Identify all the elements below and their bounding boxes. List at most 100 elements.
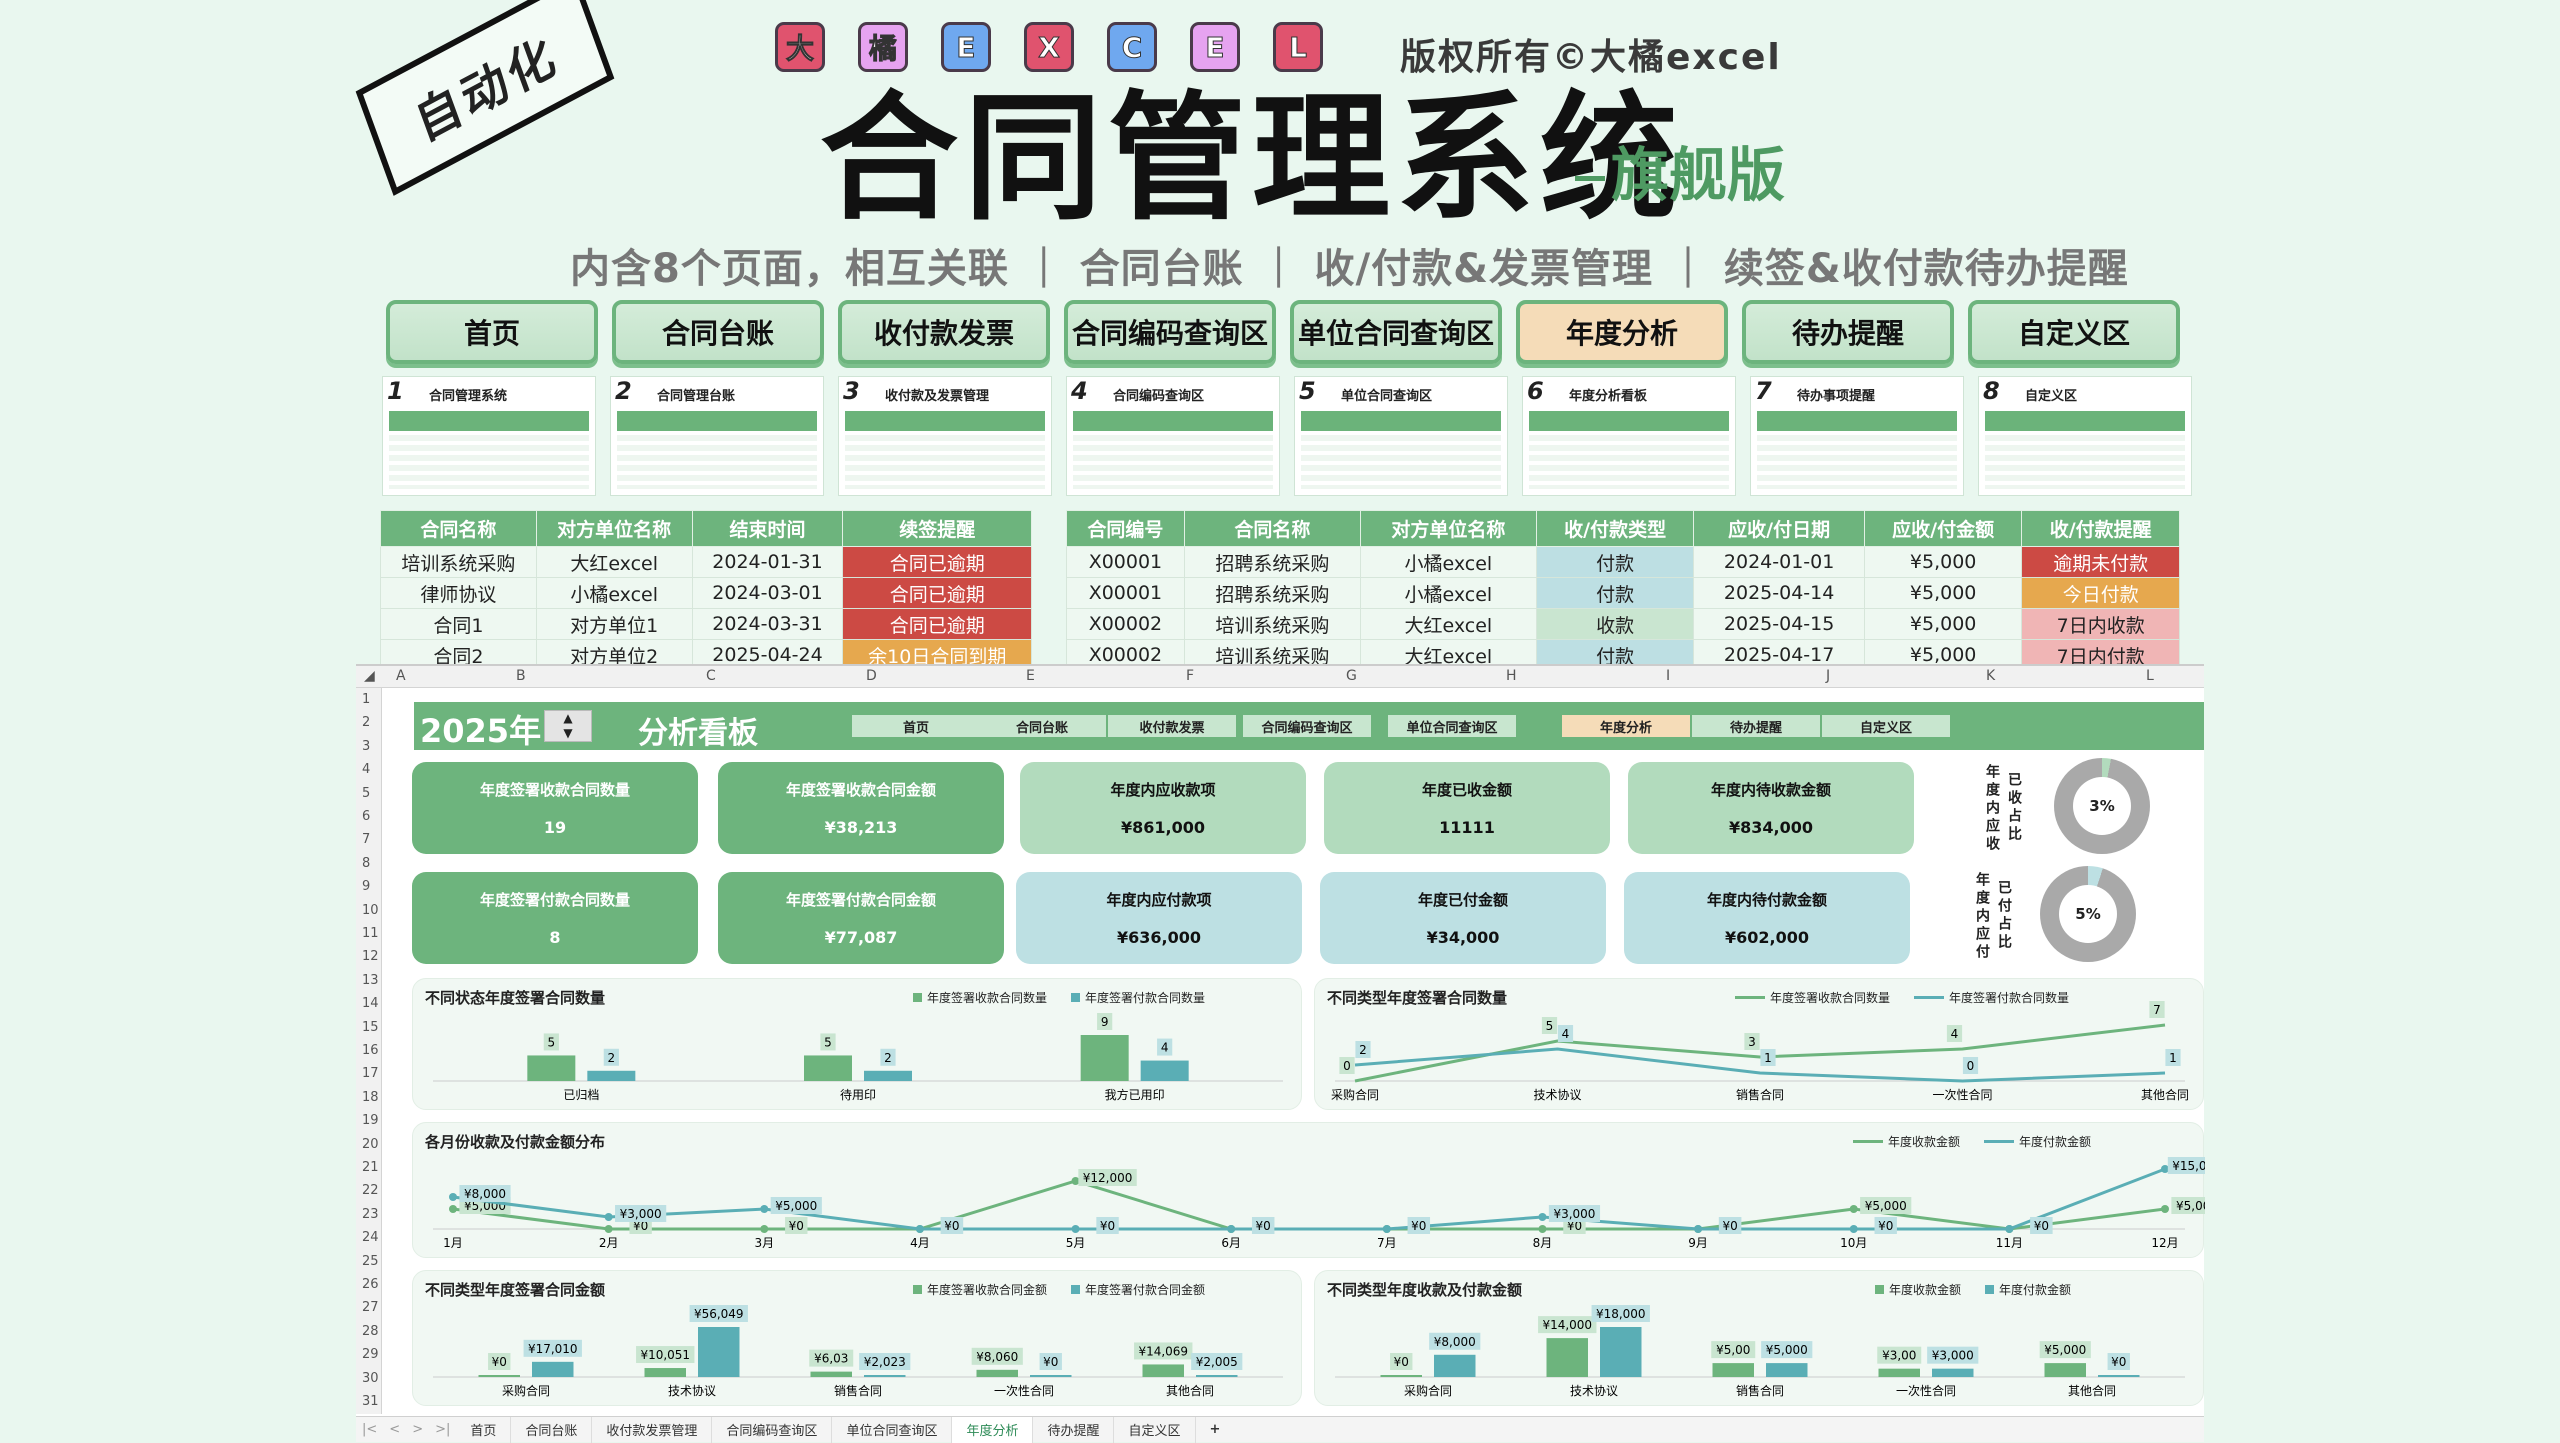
row-number[interactable]: 14 xyxy=(362,996,379,1012)
row-number[interactable]: 17 xyxy=(362,1066,379,1082)
column-letter[interactable]: F xyxy=(1186,668,1195,684)
donut-label: 年度内应收 xyxy=(1984,764,2000,854)
nav-button-2[interactable]: 收付款发票 xyxy=(838,300,1050,364)
top-nav: 首页合同台账收付款发票合同编码查询区单位合同查询区年度分析待办提醒自定义区 xyxy=(386,300,2180,364)
dashboard-nav-button[interactable]: 单位合同查询区 xyxy=(1388,715,1516,737)
column-letter[interactable]: G xyxy=(1346,668,1357,684)
row-number[interactable]: 18 xyxy=(362,1089,379,1105)
dashboard-nav-button[interactable]: 自定义区 xyxy=(1822,715,1950,737)
row-number[interactable]: 5 xyxy=(362,785,371,801)
dashboard-nav-button[interactable]: 年度分析 xyxy=(1562,715,1690,737)
row-number[interactable]: 21 xyxy=(362,1160,379,1175)
column-letter[interactable]: L xyxy=(2146,668,2154,684)
dashboard-nav-button[interactable]: 合同台账 xyxy=(978,715,1106,737)
column-letter[interactable]: H xyxy=(1506,668,1517,684)
column-letter[interactable]: I xyxy=(1666,668,1671,684)
row-number[interactable]: 30 xyxy=(362,1370,379,1386)
column-letter[interactable]: D xyxy=(866,668,877,684)
nav-button-5[interactable]: 年度分析 xyxy=(1516,300,1728,364)
column-letter[interactable]: B xyxy=(516,668,526,684)
sheet-nav-arrow[interactable]: < xyxy=(389,1422,401,1437)
nav-button-4[interactable]: 单位合同查询区 xyxy=(1290,300,1502,364)
nav-button-6[interactable]: 待办提醒 xyxy=(1742,300,1954,364)
row-number[interactable]: 15 xyxy=(362,1019,379,1035)
sheet-tab[interactable]: 合同台账 xyxy=(511,1416,593,1443)
spin-up-icon[interactable]: ▲ xyxy=(563,711,573,725)
kpi-title: 年度已付金额 xyxy=(1417,891,1508,909)
sheet-tab[interactable]: 单位合同查询区 xyxy=(832,1416,953,1443)
sheet-tab[interactable]: 首页 xyxy=(456,1416,512,1443)
dashboard-nav-button[interactable]: 收付款发票 xyxy=(1108,715,1236,737)
column-letter[interactable]: J xyxy=(1826,668,1831,684)
row-number[interactable]: 31 xyxy=(362,1394,379,1409)
row-number[interactable]: 28 xyxy=(362,1323,379,1339)
row-number[interactable]: 12 xyxy=(362,949,379,965)
column-letter[interactable]: E xyxy=(1026,668,1035,684)
row-number[interactable]: 22 xyxy=(362,1183,379,1199)
svg-text:¥0: ¥0 xyxy=(1394,1355,1409,1369)
svg-text:¥18,000: ¥18,000 xyxy=(1596,1307,1646,1321)
sheet-tab[interactable]: 年度分析 xyxy=(952,1416,1034,1443)
svg-text:¥0: ¥0 xyxy=(1256,1219,1271,1233)
sheet-nav-arrow[interactable]: > xyxy=(412,1422,424,1437)
dashboard-nav-button[interactable]: 合同编码查询区 xyxy=(1243,715,1371,737)
row-number[interactable]: 19 xyxy=(362,1113,379,1129)
sheet-tab[interactable]: 自定义区 xyxy=(1114,1416,1196,1443)
svg-text:12月: 12月 xyxy=(2151,1236,2178,1250)
nav-button-0[interactable]: 首页 xyxy=(386,300,598,364)
sheet-nav-arrow[interactable]: >| xyxy=(435,1422,451,1437)
row-number[interactable]: 20 xyxy=(362,1136,379,1152)
nav-button-3[interactable]: 合同编码查询区 xyxy=(1064,300,1276,364)
svg-text:1月: 1月 xyxy=(443,1236,463,1250)
row-number[interactable]: 1 xyxy=(362,692,371,707)
automation-badge-text: 自动化 xyxy=(408,26,566,153)
row-number[interactable]: 6 xyxy=(362,809,371,824)
nav-button-1[interactable]: 合同台账 xyxy=(612,300,824,364)
sheet-tab[interactable]: 收付款发票管理 xyxy=(592,1416,713,1443)
column-header: 结束时间 xyxy=(691,510,844,547)
row-number[interactable]: 13 xyxy=(362,972,379,988)
sheet-tab[interactable]: 待办提醒 xyxy=(1033,1416,1115,1443)
row-number[interactable]: 27 xyxy=(362,1300,379,1316)
chart-legend: 年度签署收款合同数量 年度签署付款合同数量 xyxy=(1735,989,2069,1006)
kpi-value: 19 xyxy=(543,818,567,837)
row-number[interactable]: 26 xyxy=(362,1277,379,1292)
row-number[interactable]: 7 xyxy=(362,832,371,848)
svg-text:¥2,005: ¥2,005 xyxy=(1196,1355,1238,1369)
spin-down-icon[interactable]: ▼ xyxy=(563,726,573,740)
row-number[interactable]: 24 xyxy=(362,1230,379,1246)
row-number[interactable]: 10 xyxy=(362,902,379,918)
sheet-tab[interactable]: 合同编码查询区 xyxy=(712,1416,833,1443)
row-number[interactable]: 8 xyxy=(362,855,371,871)
column-letter[interactable]: K xyxy=(1986,668,1996,684)
row-number[interactable]: 4 xyxy=(362,762,371,778)
add-sheet-button[interactable]: + xyxy=(1209,1422,1221,1437)
row-number[interactable]: 23 xyxy=(362,1206,379,1222)
sheet-nav-arrow[interactable]: |< xyxy=(362,1422,378,1437)
column-header: 收/付款类型 xyxy=(1535,510,1695,547)
dashboard-nav-button[interactable]: 待办提醒 xyxy=(1692,715,1820,737)
table-cell: 合同已逾期 xyxy=(842,577,1032,609)
chart-title: 不同类型年度签署合同数量 xyxy=(1327,989,1508,1007)
row-number[interactable]: 2 xyxy=(362,715,371,731)
row-number[interactable]: 9 xyxy=(362,879,371,895)
row-number[interactable]: 29 xyxy=(362,1347,379,1363)
column-letter[interactable]: A xyxy=(396,668,406,684)
dashboard-nav-button[interactable]: 首页 xyxy=(852,715,980,737)
row-number[interactable]: 3 xyxy=(362,738,371,754)
table-cell: 招聘系统采购 xyxy=(1183,577,1361,609)
row-number[interactable]: 16 xyxy=(362,1043,379,1058)
nav-button-7[interactable]: 自定义区 xyxy=(1968,300,2180,364)
column-letter[interactable]: C xyxy=(706,668,716,684)
row-number[interactable]: 25 xyxy=(362,1253,379,1269)
year-spinner[interactable]: ▲▼ xyxy=(544,710,592,742)
row-number[interactable]: 11 xyxy=(362,926,379,941)
